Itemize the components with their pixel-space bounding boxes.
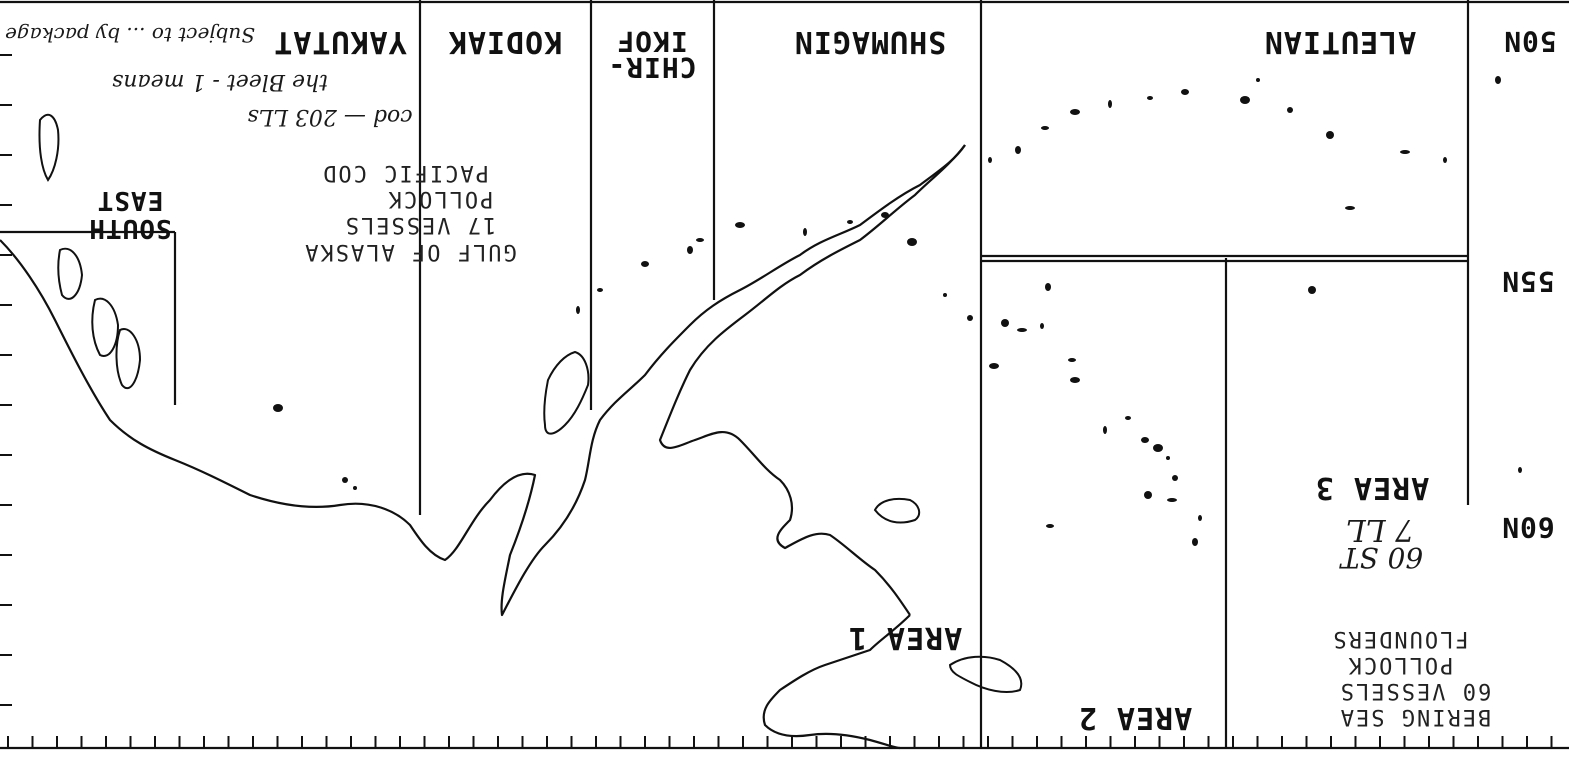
island-dot	[687, 246, 693, 254]
island-dot	[1345, 206, 1355, 210]
gulf-of-alaska-summary: GULF OF ALASKA 17 VESSELS POLLOCK PACIFI…	[303, 160, 516, 264]
panhandle-island-2	[57, 247, 84, 300]
area-label-1: AREA 1	[848, 620, 962, 655]
bering-summary-title: BERING SEA	[1339, 704, 1491, 729]
island-dot	[847, 220, 853, 224]
island-dot	[1001, 319, 1009, 327]
island-dot	[1326, 131, 1334, 139]
island-dot	[1068, 358, 1076, 362]
peninsula-inner-coast	[658, 144, 966, 616]
latitude-label-55n: 55N	[1501, 265, 1555, 298]
gulf-coastline	[0, 144, 966, 617]
island-dot	[1017, 328, 1027, 332]
island-dot	[597, 288, 603, 292]
island-dot	[1167, 498, 1177, 502]
region-label-southeast-line2: EAST	[97, 185, 164, 215]
island-dot	[342, 477, 348, 483]
region-label-shumagin: SHUMAGIN	[794, 24, 947, 59]
handwritten-note-60st: 60 ST	[1338, 541, 1423, 574]
area-label-2: AREA 2	[1078, 700, 1192, 735]
gulf-summary-cod: PACIFIC COD	[321, 160, 489, 185]
region-label-chirikof-line1: CHIR-	[607, 51, 696, 84]
island-dot	[1495, 76, 1501, 84]
handwritten-note-cod: cod — 203 LLs	[247, 104, 412, 129]
island-dot	[1256, 78, 1260, 82]
handwritten-note-7ll: 7 LL	[1346, 512, 1414, 547]
island-dot	[988, 157, 992, 163]
nunivak-island	[948, 655, 1023, 693]
island-dot	[1172, 475, 1178, 481]
island-dot	[576, 306, 580, 314]
island-dot	[1308, 286, 1316, 294]
island-dot	[1015, 146, 1021, 154]
island-dot	[1400, 150, 1410, 154]
island-dot	[1181, 89, 1189, 95]
island-dot	[803, 228, 807, 236]
island-dot	[1103, 426, 1107, 434]
island-dot	[696, 238, 704, 242]
island-dot	[1166, 456, 1170, 460]
gulf-summary-title: GULF OF ALASKA	[303, 239, 516, 264]
island-dot	[907, 238, 917, 246]
island-dot	[1070, 109, 1080, 115]
island-dot	[1045, 283, 1051, 291]
region-labels: ALEUTIAN SHUMAGIN CHIR- IKOF KODIAK YAKU…	[88, 24, 1416, 243]
region-label-yakutat: YAKUTAT	[273, 24, 406, 59]
latitude-labels: 50N 55N 60N	[1501, 25, 1557, 544]
area-label-3: AREA 3	[1315, 470, 1429, 505]
lake-shape	[873, 497, 921, 524]
panhandle-island-4	[115, 328, 142, 390]
panhandle-island-3	[91, 297, 120, 357]
island-dot	[1192, 538, 1198, 546]
bottom-tick-marks	[7, 736, 1553, 748]
region-label-chirikof-line2: IKOF	[616, 25, 687, 58]
island-dot	[1125, 416, 1131, 420]
bristol-coast	[762, 614, 911, 750]
bering-summary-flounders: FLOUNDERS	[1331, 626, 1468, 651]
latitude-label-60n: 60N	[1501, 511, 1555, 544]
handwritten-annotations: 60 ST 7 LL the Bleet - 1 means cod — 203…	[5, 23, 1423, 574]
region-label-kodiak: KODIAK	[448, 24, 562, 59]
island-dot	[1046, 524, 1054, 528]
island-dot	[1144, 491, 1152, 499]
island-dot	[1147, 96, 1153, 100]
island-dot	[1287, 107, 1293, 113]
island-dot	[1443, 157, 1447, 163]
island-dot	[967, 315, 973, 321]
island-dot	[1198, 515, 1202, 521]
gulf-summary-vessels: 17 VESSELS	[344, 212, 496, 237]
island-dot	[1240, 96, 1250, 104]
coastline	[0, 113, 1023, 750]
handwritten-note-subject: Subject to ... by package	[5, 23, 255, 47]
left-tick-marks	[0, 54, 12, 706]
island-dot	[735, 222, 745, 228]
bering-sea-summary: BERING SEA 60 VESSELS POLLOCK FLOUNDERS	[1331, 626, 1491, 729]
island-dot	[1070, 377, 1080, 383]
island-dot	[1040, 323, 1044, 329]
region-label-southeast-line1: SOUTH	[88, 213, 171, 243]
aleutian-island-chain	[273, 76, 1522, 546]
bering-summary-vessels: 60 VESSELS	[1339, 678, 1491, 703]
kodiak-island	[543, 350, 590, 435]
island-dot	[1041, 126, 1049, 130]
island-dot	[1153, 444, 1163, 452]
island-dot	[353, 486, 357, 490]
latitude-label-50n: 50N	[1503, 25, 1557, 58]
island-dot	[881, 212, 889, 218]
handwritten-note-fleet: the Bleet - 1 means	[112, 69, 328, 94]
island-dot	[273, 404, 283, 412]
island-dot	[943, 293, 947, 297]
area-labels: AREA 1 AREA 2 AREA 3	[848, 470, 1429, 735]
island-dot	[641, 261, 649, 267]
panhandle-island-1	[38, 113, 60, 182]
island-dot	[989, 363, 999, 369]
island-dot	[1108, 100, 1112, 108]
gulf-summary-pollock: POLLOCK	[387, 186, 494, 211]
island-dot	[1141, 437, 1149, 443]
island-dot	[1518, 467, 1522, 473]
bering-summary-pollock: POLLOCK	[1347, 652, 1454, 677]
region-label-aleutian: ALEUTIAN	[1264, 24, 1417, 59]
